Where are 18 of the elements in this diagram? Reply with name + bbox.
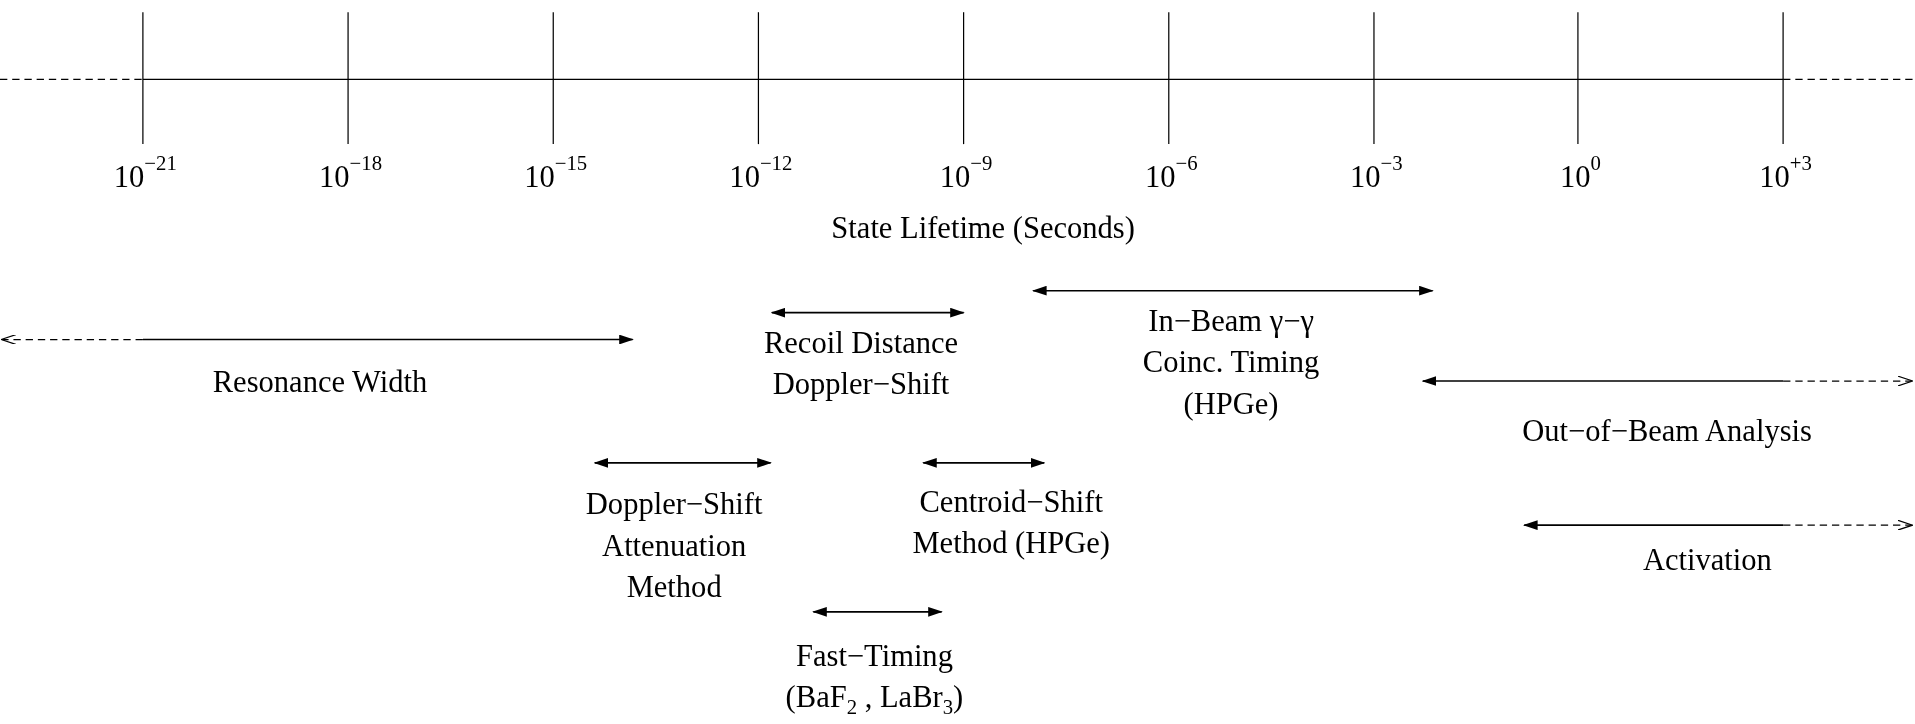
method-label: In−Beam γ−γ Coinc. Timing (HPGe) (1141, 303, 1321, 423)
tick-label: 10$^{−18}$ (318, 156, 383, 195)
method-label: Recoil Distance Doppler−Shift (762, 325, 960, 403)
method-label: Centroid−Shift Method (HPGe) (911, 483, 1112, 562)
tick-label: 10$^{−6}$ (1143, 156, 1199, 195)
tick-label: 10$^{−3}$ (1349, 156, 1404, 195)
method-label: Doppler−Shift Attenuation Method (584, 486, 764, 606)
method-label: Resonance Width (211, 364, 429, 401)
tick-label: 10$^{0}$ (1558, 156, 1602, 195)
tick-label: 10$^{−9}$ (938, 156, 994, 195)
tick-label: 10$^{+3}$ (1758, 156, 1813, 195)
tick-label: 10$^{−15}$ (523, 156, 589, 195)
tick-label: 10$^{−21}$ (112, 156, 178, 195)
tick-label: 10$^{−12}$ (728, 156, 794, 195)
method-label: Activation (1641, 542, 1773, 579)
method-label: Out−of−Beam Analysis (1521, 413, 1813, 450)
method-label: Fast−Timing (BaF$_{2}$ , LaBr$_{3}$) (784, 637, 965, 722)
axis-title: State Lifetime (Seconds) (830, 210, 1136, 247)
